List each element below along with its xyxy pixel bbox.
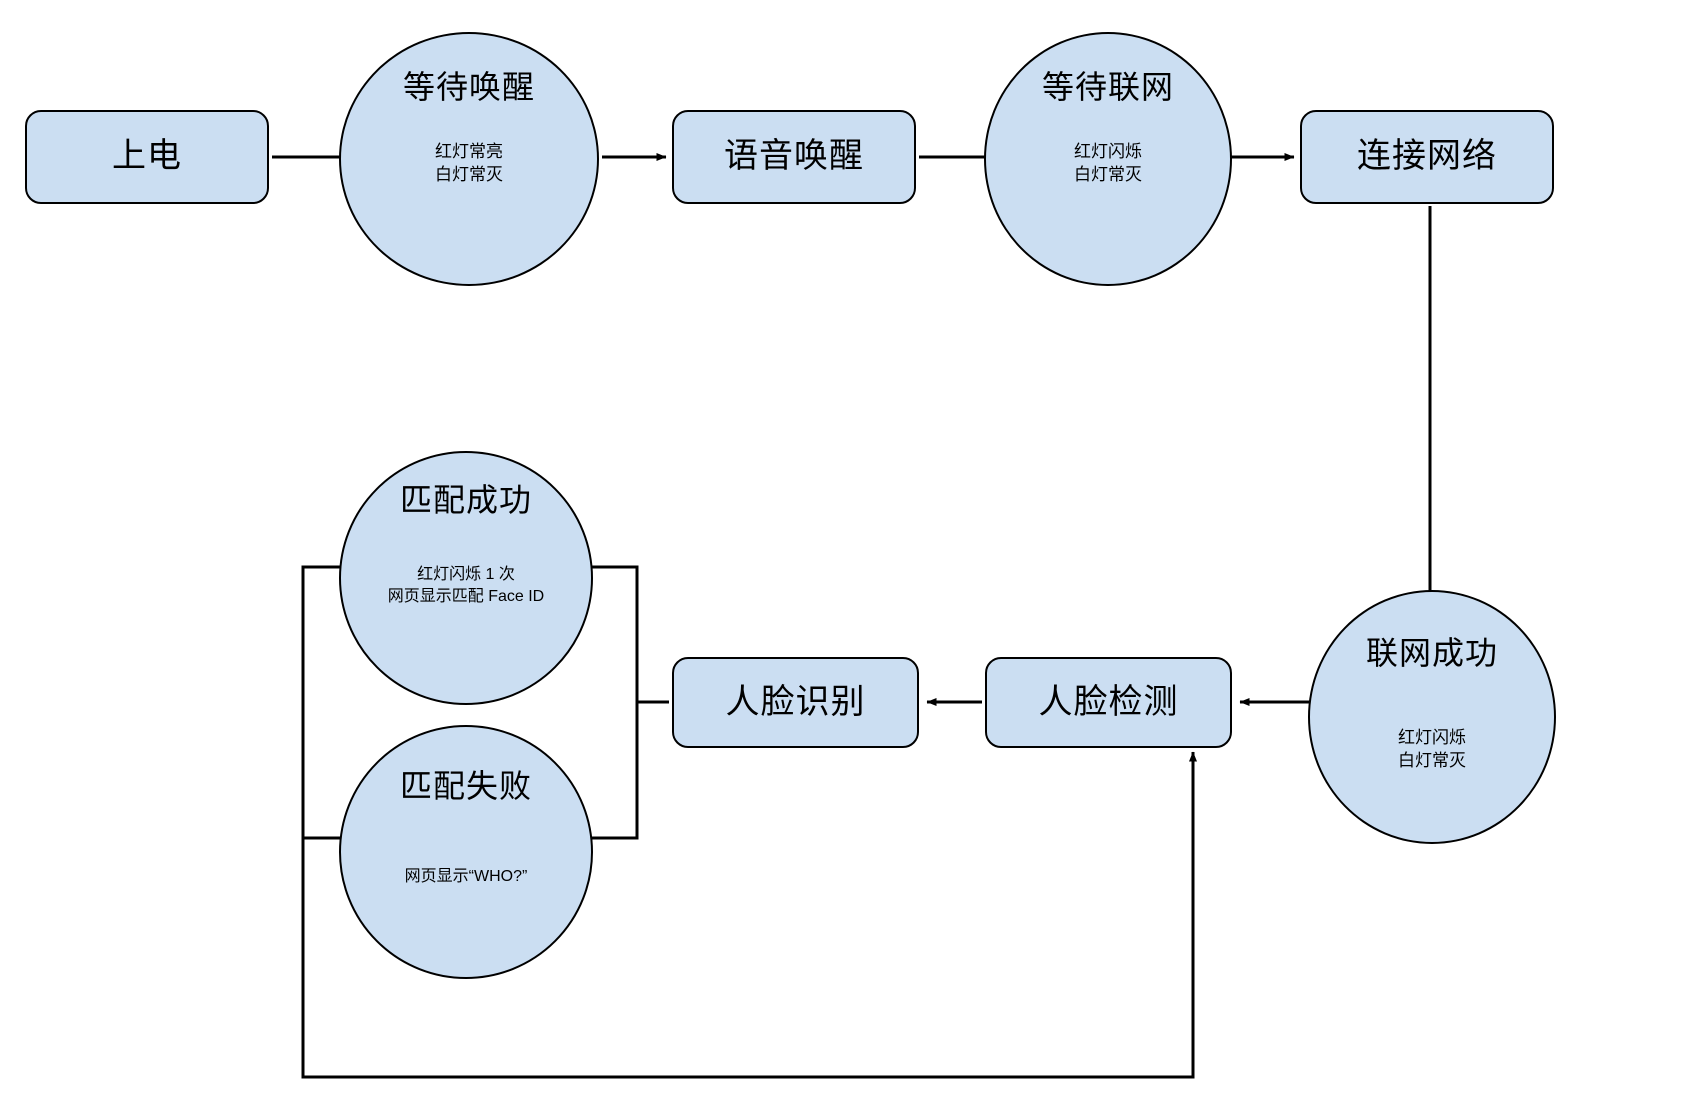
node-net-ok[interactable]: 联网成功 红灯闪烁 白灯常灭	[1308, 590, 1556, 844]
node-wait-net-sub: 红灯闪烁 白灯常灭	[1074, 142, 1142, 185]
node-wait-wake-sub: 红灯常亮 白灯常灭	[435, 142, 503, 185]
edge-face-recog-bracket-right-lower	[592, 702, 639, 840]
node-face-detect[interactable]: 人脸检测	[985, 657, 1232, 748]
node-wait-net[interactable]: 等待联网 红灯闪烁 白灯常灭	[984, 32, 1232, 286]
node-match-failure[interactable]: 匹配失败 网页显示“WHO?”	[339, 725, 593, 979]
node-wait-wake[interactable]: 等待唤醒 红灯常亮 白灯常灭	[339, 32, 599, 286]
node-net-ok-title: 联网成功	[1365, 635, 1498, 671]
node-face-recognition[interactable]: 人脸识别	[672, 657, 919, 748]
node-match-failure-title: 匹配失败	[399, 768, 532, 804]
node-net-ok-sub: 红灯闪烁 白灯常灭	[1398, 728, 1466, 771]
edge-face-recog-bracket-right	[592, 565, 669, 704]
node-match-success-sub: 红灯闪烁 1 次 网页显示匹配 Face ID	[387, 566, 545, 605]
node-voice-wake[interactable]: 语音唤醒	[672, 110, 916, 204]
node-face-recognition-title: 人脸识别	[725, 682, 866, 721]
node-connect-net-title: 连接网络	[1357, 137, 1497, 176]
node-power-title: 上电	[112, 137, 182, 176]
node-match-success-title: 匹配成功	[399, 482, 532, 518]
node-voice-wake-title: 语音唤醒	[724, 137, 864, 176]
node-wait-wake-title: 等待唤醒	[402, 69, 535, 105]
node-match-success[interactable]: 匹配成功 红灯闪烁 1 次 网页显示匹配 Face ID	[339, 451, 593, 705]
node-connect-net[interactable]: 连接网络	[1300, 110, 1554, 204]
node-power[interactable]: 上电	[25, 110, 269, 204]
node-match-failure-sub: 网页显示“WHO?”	[404, 868, 528, 886]
node-wait-net-title: 等待联网	[1041, 69, 1174, 105]
node-face-detect-title: 人脸检测	[1038, 682, 1179, 721]
